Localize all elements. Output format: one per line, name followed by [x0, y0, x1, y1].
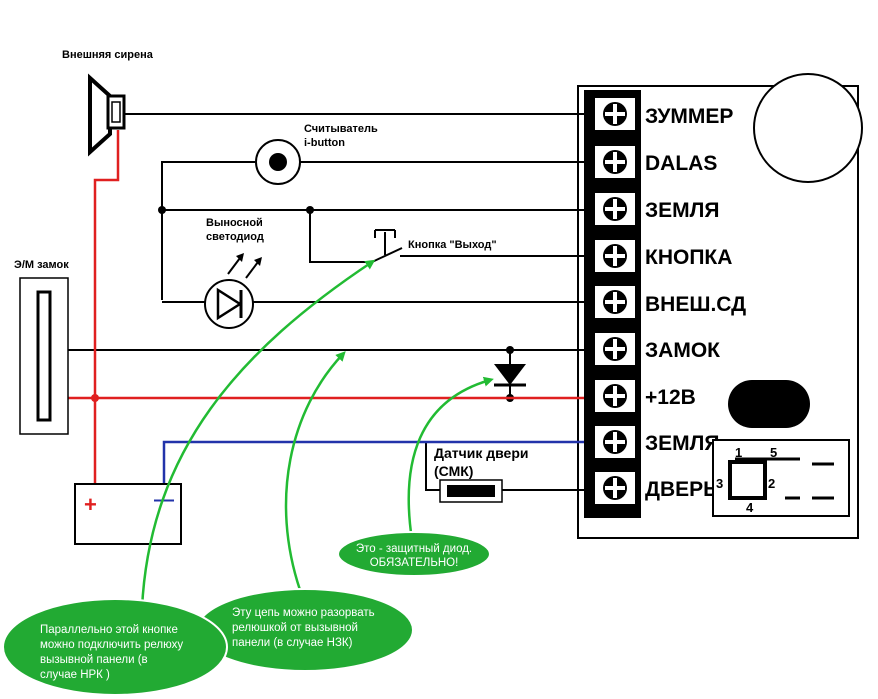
- terminal-screw: [595, 240, 635, 272]
- jumper-pin-1: 1: [735, 445, 742, 460]
- terminal-label-button: КНОПКА: [645, 246, 732, 269]
- terminal-screw: [595, 98, 635, 130]
- reader-label: Считыватель: [304, 123, 378, 135]
- siren-label: Внешняя сирена: [62, 49, 154, 61]
- terminal-screw: [595, 146, 635, 178]
- terminal-screw: [595, 193, 635, 225]
- board-capacitor: [728, 380, 810, 428]
- callout-relay-nc: Эту цепь можно разорвать релюшкой от выз…: [196, 588, 414, 672]
- jumper-pin-3: 3: [716, 476, 723, 491]
- terminal-label-12v: +12В: [645, 386, 696, 409]
- callout-arrow-diode: [407, 376, 494, 541]
- terminal-screw: [595, 426, 635, 458]
- callout-relay-no: Параллельно этой кнопке можно подключить…: [2, 598, 228, 696]
- wire-ground-2: [162, 440, 584, 484]
- callout-relay-no-line-3: вызывной панели (в: [40, 654, 148, 666]
- jumper-block: 1 5 3 2 4: [712, 439, 850, 517]
- lock-label: Э/М замок: [14, 259, 69, 271]
- terminal-label-door: ДВЕРЬ: [645, 478, 718, 501]
- wire-exit-button-left: [309, 210, 372, 263]
- diode-icon: [494, 364, 526, 387]
- led-label: Выносной: [206, 217, 263, 229]
- callout-relay-nc-line-3: панели (в случае НЗК): [232, 637, 353, 649]
- terminal-screw: [595, 380, 635, 412]
- exit-button-label: Кнопка "Выход": [408, 239, 497, 251]
- wire-siren-plus: [93, 130, 120, 484]
- led-icon: [204, 253, 262, 329]
- callout-relay-no-line-1: Параллельно этой кнопке: [40, 624, 178, 636]
- reader-icon: [255, 139, 301, 185]
- terminal-screw: [595, 333, 635, 365]
- led-label-sub: светодиод: [206, 231, 264, 243]
- terminal-label-ground-1: ЗЕМЛЯ: [645, 199, 719, 222]
- jumper-pin-4: 4: [746, 500, 754, 515]
- junction-dots: [158, 206, 514, 402]
- callout-relay-no-line-4: случае НРК ): [40, 669, 110, 681]
- callout-arrow-relay-nc: [284, 351, 346, 591]
- callout-relay-nc-line-2: релюшкой от вызывной: [232, 622, 358, 634]
- jumper-pin-5: 5: [770, 445, 777, 460]
- jumper-pin-2: 2: [768, 476, 775, 491]
- callout-arrow-relay-no: [140, 259, 376, 609]
- callout-diode-line-1: Это - защитный диод.: [356, 543, 472, 555]
- terminal-screw: [595, 286, 635, 318]
- door-sensor-label-sub: (СМК): [434, 463, 473, 479]
- siren-icon: [88, 73, 126, 157]
- door-sensor-icon: [439, 479, 503, 503]
- callout-relay-no-line-2: можно подключить релюху: [40, 639, 183, 651]
- black-wires: [68, 113, 584, 491]
- callout-relay-nc-line-1: Эту цепь можно разорвать: [232, 607, 375, 619]
- red-wires: [68, 130, 584, 484]
- wire-dalas: [161, 161, 255, 300]
- terminal-labels: ЗУММЕР DALAS ЗЕМЛЯ КНОПКА ВНЕШ.СД ЗАМОК …: [645, 105, 746, 501]
- battery-icon: [74, 483, 182, 545]
- callout-diode-line-2: ОБЯЗАТЕЛЬНО!: [370, 557, 459, 569]
- wire-door-sensor: [425, 442, 440, 491]
- terminal-screw: [595, 472, 635, 504]
- reader-label-sub: i-button: [304, 137, 345, 149]
- terminal-label-buzzer: ЗУММЕР: [645, 105, 733, 128]
- callout-arrows: [140, 259, 494, 609]
- battery-plus-label: +: [84, 492, 97, 517]
- terminal-label-ext-led: ВНЕШ.СД: [645, 293, 746, 316]
- lock-icon: [19, 277, 69, 435]
- terminal-screws: [595, 98, 635, 504]
- terminal-label-dalas: DALAS: [645, 152, 717, 175]
- terminal-label-ground-2: ЗЕМЛЯ: [645, 432, 719, 455]
- junction-dot-red: [91, 394, 99, 402]
- board-mount-hole: [753, 73, 863, 183]
- exit-button-icon: [371, 229, 403, 263]
- terminal-label-lock: ЗАМОК: [645, 339, 720, 362]
- callout-diode: Это - защитный диод. ОБЯЗАТЕЛЬНО!: [337, 531, 491, 577]
- door-sensor-label: Датчик двери: [434, 445, 529, 461]
